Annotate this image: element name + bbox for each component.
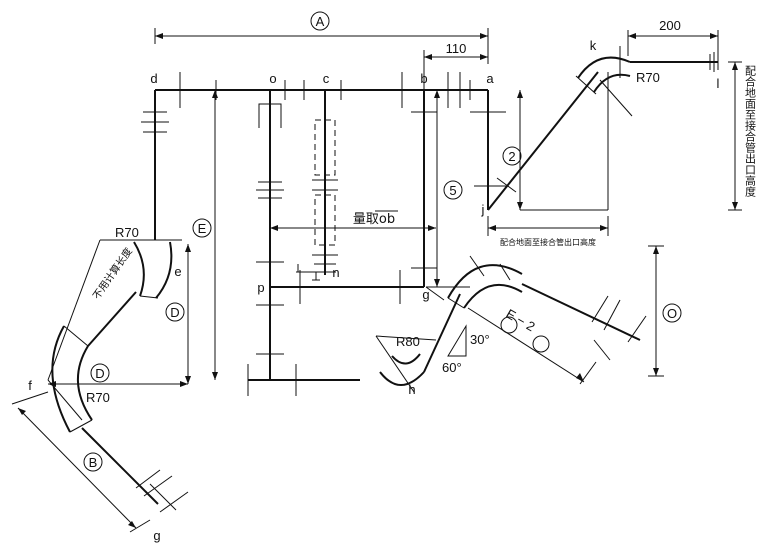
dimension-2: 2 xyxy=(502,90,523,210)
elbow-h xyxy=(375,335,437,393)
pipe-e-f: 不用计算长度 xyxy=(47,239,137,381)
r80-label: R80 xyxy=(396,334,420,349)
circled-a-label: A xyxy=(316,14,325,29)
point-n-label: n xyxy=(332,265,339,280)
circled-e-minus-2-label: E − 2 xyxy=(504,306,538,334)
elbow-e xyxy=(100,239,182,299)
dimension-d-vertical: D xyxy=(165,244,191,384)
elbow-f xyxy=(47,325,93,433)
circled-e-label: E xyxy=(198,221,207,236)
circled-2-label: 2 xyxy=(508,149,515,164)
pipe-b-g: 5 xyxy=(411,90,463,287)
point-a-label: a xyxy=(486,71,494,86)
dimension-o: O xyxy=(648,245,682,377)
dimension-200: 200 xyxy=(627,18,719,56)
measure-ob-label: 量取ob xyxy=(353,212,395,227)
point-p-label: p xyxy=(257,280,264,295)
left-vertical-pipe xyxy=(141,90,169,240)
pipe-j-k: 配合地面至接合管出口高度 xyxy=(487,71,609,247)
r70-top-label: R70 xyxy=(636,70,660,85)
circled-b-label: B xyxy=(89,455,98,470)
point-b-label: b xyxy=(420,71,427,86)
dimension-110: 110 xyxy=(423,41,489,90)
measure-ob: 量取ob xyxy=(270,209,436,231)
point-g-bottom-label: g xyxy=(153,528,160,543)
point-o-label: o xyxy=(269,71,276,86)
dimension-a: A xyxy=(154,11,489,44)
point-g-mid-label: g xyxy=(422,287,429,302)
dimension-e: E xyxy=(192,90,218,380)
point-j-label: j xyxy=(481,202,485,217)
top-horizontal-pipe xyxy=(155,72,488,108)
j-horizontal-note: 配合地面至接合管出口高度 xyxy=(500,237,596,247)
point-h-label: h xyxy=(408,382,415,397)
pipe-c-n xyxy=(296,90,338,281)
pipe-p-g xyxy=(270,270,424,304)
not-counted-note: 不用计算长度 xyxy=(90,245,135,302)
pipe-k-l xyxy=(630,52,719,72)
point-c-label: c xyxy=(323,71,330,86)
r70-lower-label: R70 xyxy=(86,390,110,405)
r70-left-label: R70 xyxy=(115,225,139,240)
circled-5-label: 5 xyxy=(449,183,456,198)
pipe-h-g xyxy=(423,286,470,373)
dim-110-label: 110 xyxy=(446,41,467,56)
dimension-d-horizontal: D xyxy=(48,363,188,387)
right-vertical-note: 配合地面至接合管出口高度 xyxy=(744,65,757,198)
point-d-label: d xyxy=(150,71,157,86)
pipe-a-j xyxy=(470,90,506,210)
point-k-label: k xyxy=(590,38,597,53)
dimension-b: B xyxy=(11,391,151,533)
point-l-label: l xyxy=(717,76,720,91)
pipe-o-p xyxy=(256,90,284,380)
angle-60-label: 60° xyxy=(442,360,462,375)
pipe-to-o xyxy=(521,283,647,361)
pipe-f-g xyxy=(81,427,189,513)
dim-200-label: 200 xyxy=(659,18,681,33)
point-f-label: f xyxy=(28,378,32,393)
point-e-label: e xyxy=(174,264,181,279)
elbow-k xyxy=(575,46,633,117)
pipe-bottom-h xyxy=(247,364,360,396)
right-height-dimension: 配合地面至接合管出口高度 xyxy=(728,61,757,211)
circled-o-label: O xyxy=(667,306,677,321)
angle-30-label: 30° xyxy=(470,332,490,347)
elbow-g-o xyxy=(447,255,523,309)
circled-d1-label: D xyxy=(170,305,179,320)
angle-triangle: 30° 60° xyxy=(442,324,490,375)
circled-d2-label: D xyxy=(95,366,104,381)
